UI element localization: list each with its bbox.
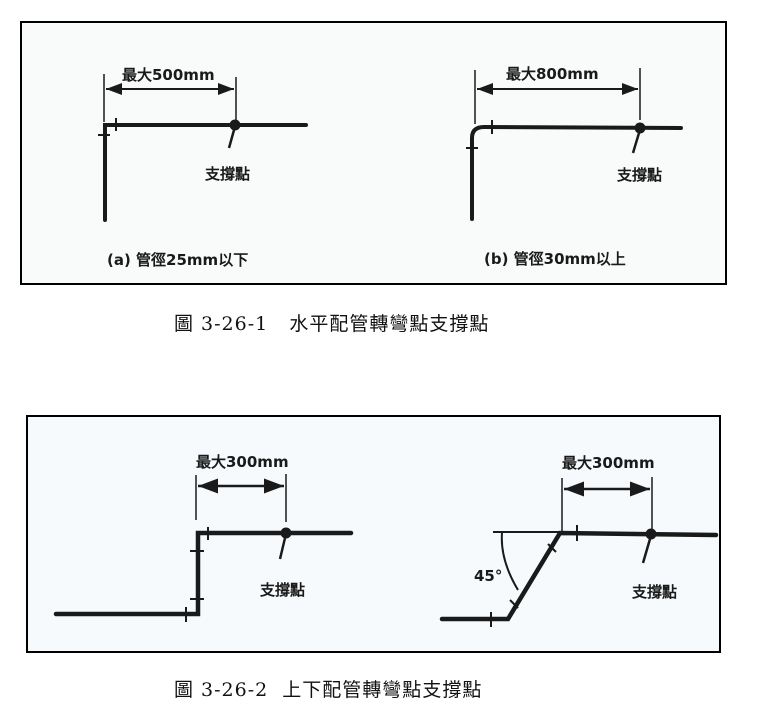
panel-b-sub-caption: (b) 管徑30mm以上 (484, 250, 626, 268)
figure-1-frame (20, 21, 727, 285)
panel-b-diagram (466, 68, 683, 221)
vertical-offset-diagram (53, 474, 354, 622)
offset-45-diagram (439, 477, 719, 627)
panel-a-support-label: 支撐點 (204, 165, 250, 183)
panel-a-dimension-label: 最大500mm (122, 66, 215, 84)
panel-a-sub-caption: (a) 管徑25mm以下 (107, 251, 248, 269)
angle-label: 45° (474, 567, 502, 585)
figure-2-caption: 圖 3-26-2 上下配管轉彎點支撐點 (174, 679, 483, 701)
figure-1-caption: 圖 3-26-1 水平配管轉彎點支撐點 (174, 313, 490, 335)
right-dimension-label: 最大300mm (562, 454, 655, 472)
right-support-label: 支撐點 (631, 583, 677, 601)
panel-b-support-label: 支撐點 (616, 166, 662, 184)
left-dimension-label: 最大300mm (196, 453, 289, 471)
panel-a-diagram (98, 74, 308, 222)
left-support-label: 支撐點 (259, 581, 305, 599)
panel-b-dimension-label: 最大800mm (506, 65, 599, 83)
